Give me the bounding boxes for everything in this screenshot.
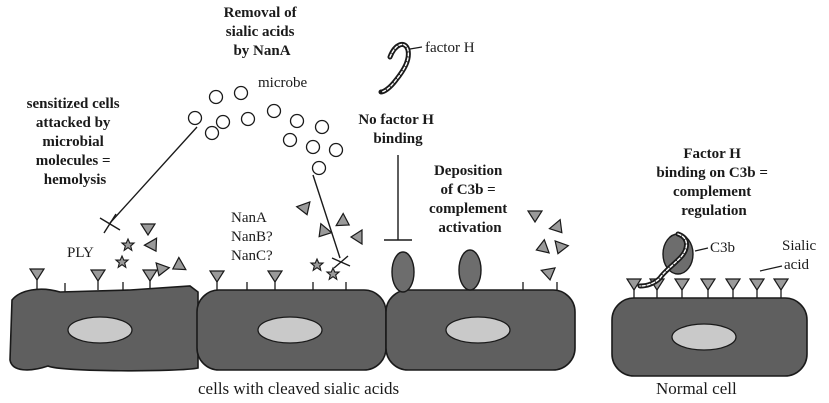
membrane-receptors-cell1: [29, 268, 158, 292]
cell-c3b-deposition: [385, 289, 576, 371]
inhibition-bar: [384, 155, 412, 241]
c3b-label: C3b: [710, 240, 735, 256]
sialic-acid-label: Sialic acid: [782, 238, 820, 273]
factor-h-label: factor H: [425, 40, 475, 56]
sensitized-label: sensitized cells attacked by microbial m…: [27, 96, 124, 188]
nucleus: [257, 316, 323, 344]
deposition-label: Deposition of C3b = complement activatio…: [429, 163, 511, 236]
normal-cell-caption: Normal cell: [656, 379, 737, 398]
cell-normal: [611, 297, 808, 377]
nan-enzymes-label: NanA NanB? NanC?: [231, 210, 276, 264]
cell-cleaved-middle: [196, 289, 387, 371]
nucleus: [671, 323, 737, 351]
cell-sensitized: [9, 285, 199, 372]
membrane-receptors-cell2: [209, 270, 347, 290]
nan-enzymes-stars: [310, 258, 340, 280]
microbe-label: microbe: [258, 75, 307, 91]
c3b-factor-h-complex: [637, 231, 783, 289]
removal-title: Removal of sialic acids by NanA: [224, 5, 301, 59]
factor-h-molecule: [378, 41, 423, 95]
factor-h-binding-label: Factor H binding on C3b = complement reg…: [656, 146, 771, 219]
sialic-acid-receptors-normal: [626, 278, 789, 298]
attack-lines: [99, 126, 351, 269]
microbes: [187, 85, 344, 176]
nucleus: [67, 316, 133, 344]
membrane-receptors-cell3: [522, 282, 558, 290]
ply-label: PLY: [67, 245, 94, 261]
ply-toxins: [115, 238, 135, 268]
nucleus: [445, 316, 511, 344]
cleaved-cells-caption: cells with cleaved sialic acids: [198, 379, 399, 398]
no-factor-h-label: No factor H binding: [358, 112, 437, 147]
c3b-deposited: [391, 249, 482, 293]
